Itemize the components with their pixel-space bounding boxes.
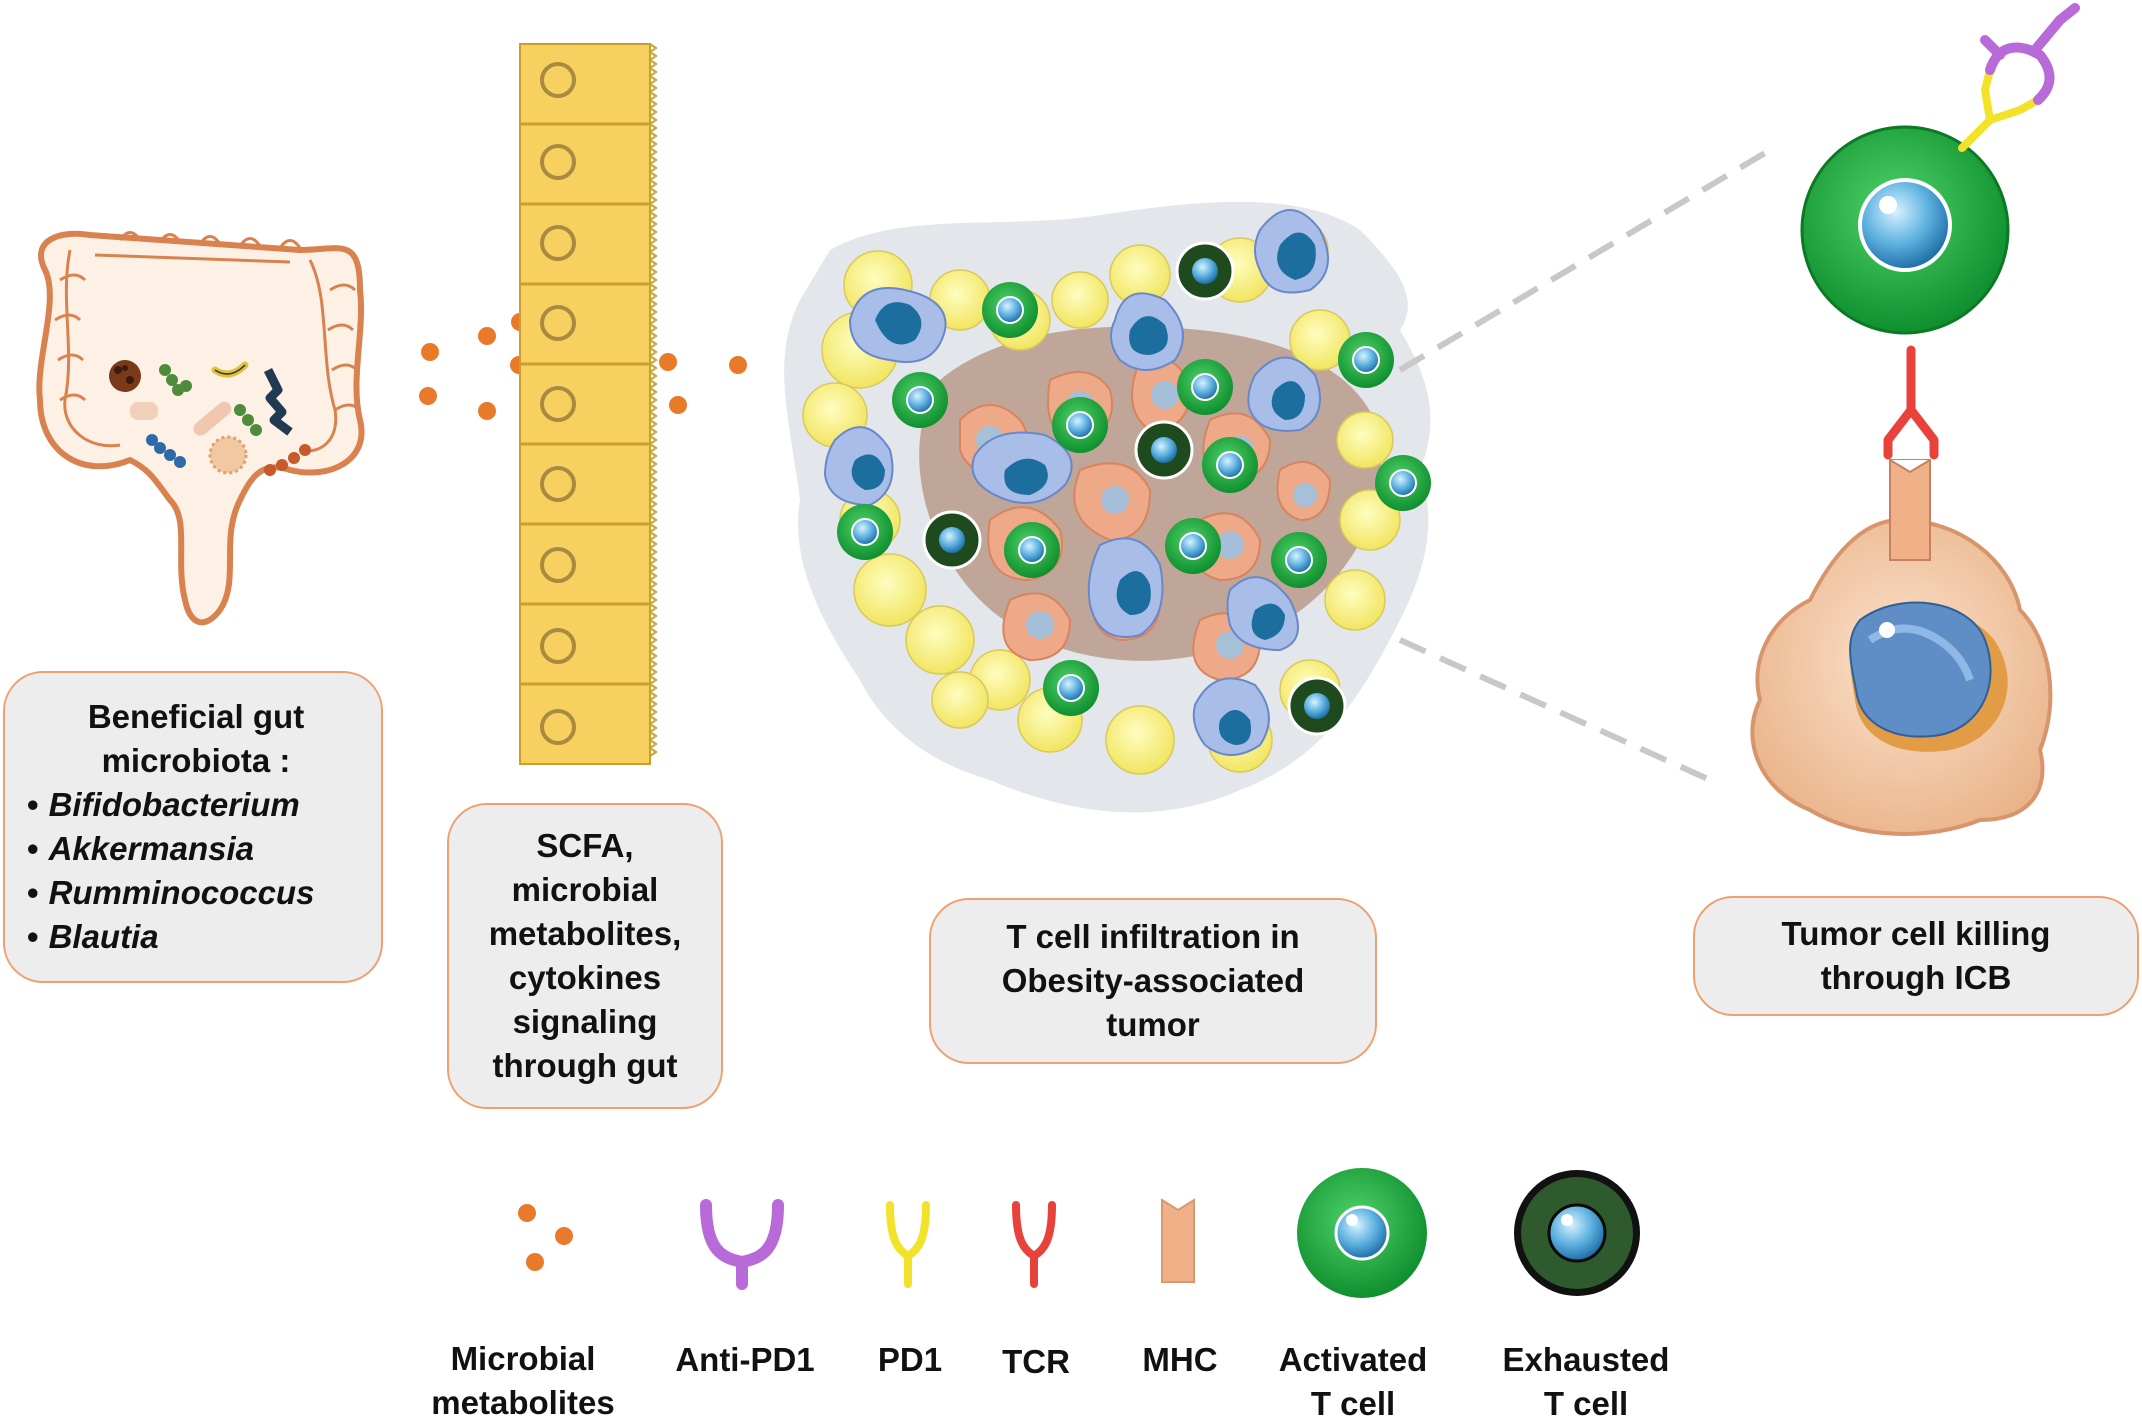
mhc-icon xyxy=(1161,1198,1195,1283)
killing-line: through ICB xyxy=(1820,959,2012,996)
colon-illustration xyxy=(36,230,365,626)
bacteria-cluster xyxy=(109,360,311,476)
gut-epithelium xyxy=(519,43,658,765)
tcr-icon xyxy=(1012,1201,1056,1288)
signaling-line: signaling xyxy=(512,1003,658,1040)
signaling-line: microbial xyxy=(511,871,659,908)
exhausted-t-cell-icon xyxy=(1514,1170,1640,1296)
activated-t-cells xyxy=(837,282,1431,716)
microbiota-title-line: microbiota : xyxy=(101,742,291,779)
legend-label-mhc: MHC xyxy=(1142,1341,1218,1378)
tumor-killing-box: Tumor cell killing through ICB xyxy=(1693,896,2139,1016)
macrophages xyxy=(823,209,1329,756)
tumor-microenvironment xyxy=(784,201,1431,813)
legend-icons xyxy=(518,1168,1640,1298)
signaling-line: through gut xyxy=(492,1047,678,1084)
legend-label-pd1: PD1 xyxy=(877,1341,943,1378)
legend-label-tcr: TCR xyxy=(1002,1343,1070,1380)
tumor-line: tumor xyxy=(1106,1006,1200,1043)
tumor-line: T cell infiltration in xyxy=(1006,918,1300,955)
killing-line: Tumor cell killing xyxy=(1781,915,2051,952)
microbial-metabolites-icon xyxy=(518,1204,573,1271)
icb-zoom xyxy=(1750,3,2080,836)
zoom-lines xyxy=(1398,147,1772,783)
signaling-line: SCFA, xyxy=(536,827,634,864)
exhausted-t-cells xyxy=(922,241,1347,736)
pd1-icon xyxy=(886,1201,930,1288)
microbiota-title-line: Beneficial gut xyxy=(87,698,305,735)
anti-pd1-icon xyxy=(700,1199,784,1290)
microbiota-box: Beneficial gut microbiota : •Bifidobacte… xyxy=(3,671,383,983)
species-item: •Akkermansia xyxy=(27,830,255,867)
species-item: •Rumminococcus xyxy=(27,874,315,911)
activated-t-cell-icon xyxy=(1297,1168,1427,1298)
signaling-line: metabolites, xyxy=(488,915,682,952)
signaling-box: SCFA, microbial metabolites, cytokines s… xyxy=(447,803,723,1109)
species-item: •Bifidobacterium xyxy=(27,786,300,823)
tumor-line: Obesity-associated xyxy=(1001,962,1305,999)
signaling-line: cytokines xyxy=(508,959,662,996)
species-list: •Bifidobacterium •Akkermansia •Rumminoco… xyxy=(27,783,381,959)
tumor-infiltration-box: T cell infiltration in Obesity-associate… xyxy=(929,898,1377,1064)
species-item: •Blautia xyxy=(27,918,159,955)
legend-label-anti-pd1: Anti-PD1 xyxy=(675,1341,815,1378)
